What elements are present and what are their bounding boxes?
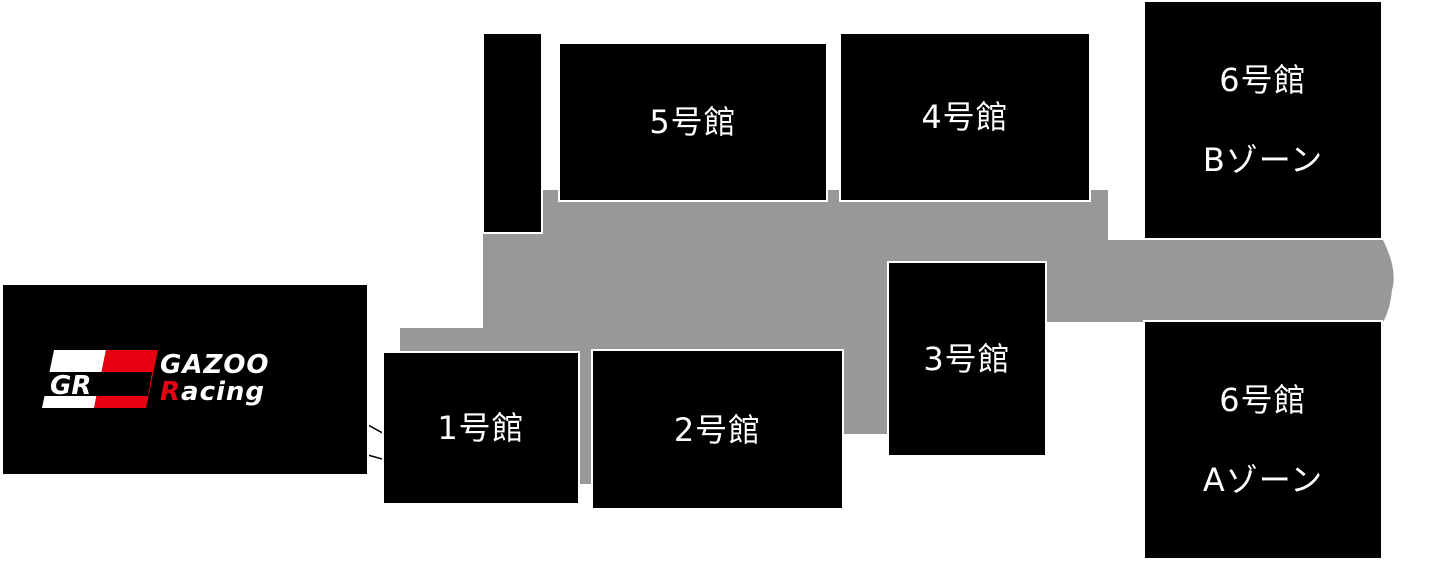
hall-4-label: 4号館 (921, 98, 1009, 136)
hall-2[interactable]: 2号館 (591, 349, 844, 510)
hall-4[interactable]: 4号館 (839, 32, 1091, 202)
hall-2-label: 2号館 (673, 410, 762, 449)
hall-3[interactable]: 3号館 (887, 261, 1047, 457)
hall-5[interactable]: 5号館 (558, 42, 828, 202)
hall-6-a-line1: 6号館 (1219, 381, 1307, 419)
logo-racing: Racing (160, 377, 266, 407)
hall-1-label: 1号館 (437, 409, 525, 447)
hall-6-b-line2: Bゾーン (1202, 141, 1324, 179)
hall-6-a-zone[interactable]: 6号館 Aゾーン (1143, 320, 1383, 560)
hall-6-b-zone-label: 6号館 Bゾーン (1203, 20, 1323, 220)
hall-6-a-zone-label: 6号館 Aゾーン (1203, 340, 1323, 540)
gr-logo-icon: GR (40, 350, 158, 408)
narrow-building (482, 32, 543, 234)
svg-text:GR: GR (50, 371, 91, 401)
hall-6-b-zone[interactable]: 6号館 Bゾーン (1143, 0, 1383, 240)
hall-1[interactable]: 1号館 (382, 351, 580, 505)
gazoo-racing-logo-text: GAZOO Racing (160, 352, 340, 412)
hall-6-a-line2: Aゾーン (1202, 461, 1324, 499)
hall-6-b-line1: 6号館 (1219, 61, 1307, 99)
logo-gazoo: GAZOO (160, 350, 270, 380)
hall-5-label: 5号館 (649, 103, 737, 141)
hall-3-label: 3号館 (923, 340, 1011, 378)
